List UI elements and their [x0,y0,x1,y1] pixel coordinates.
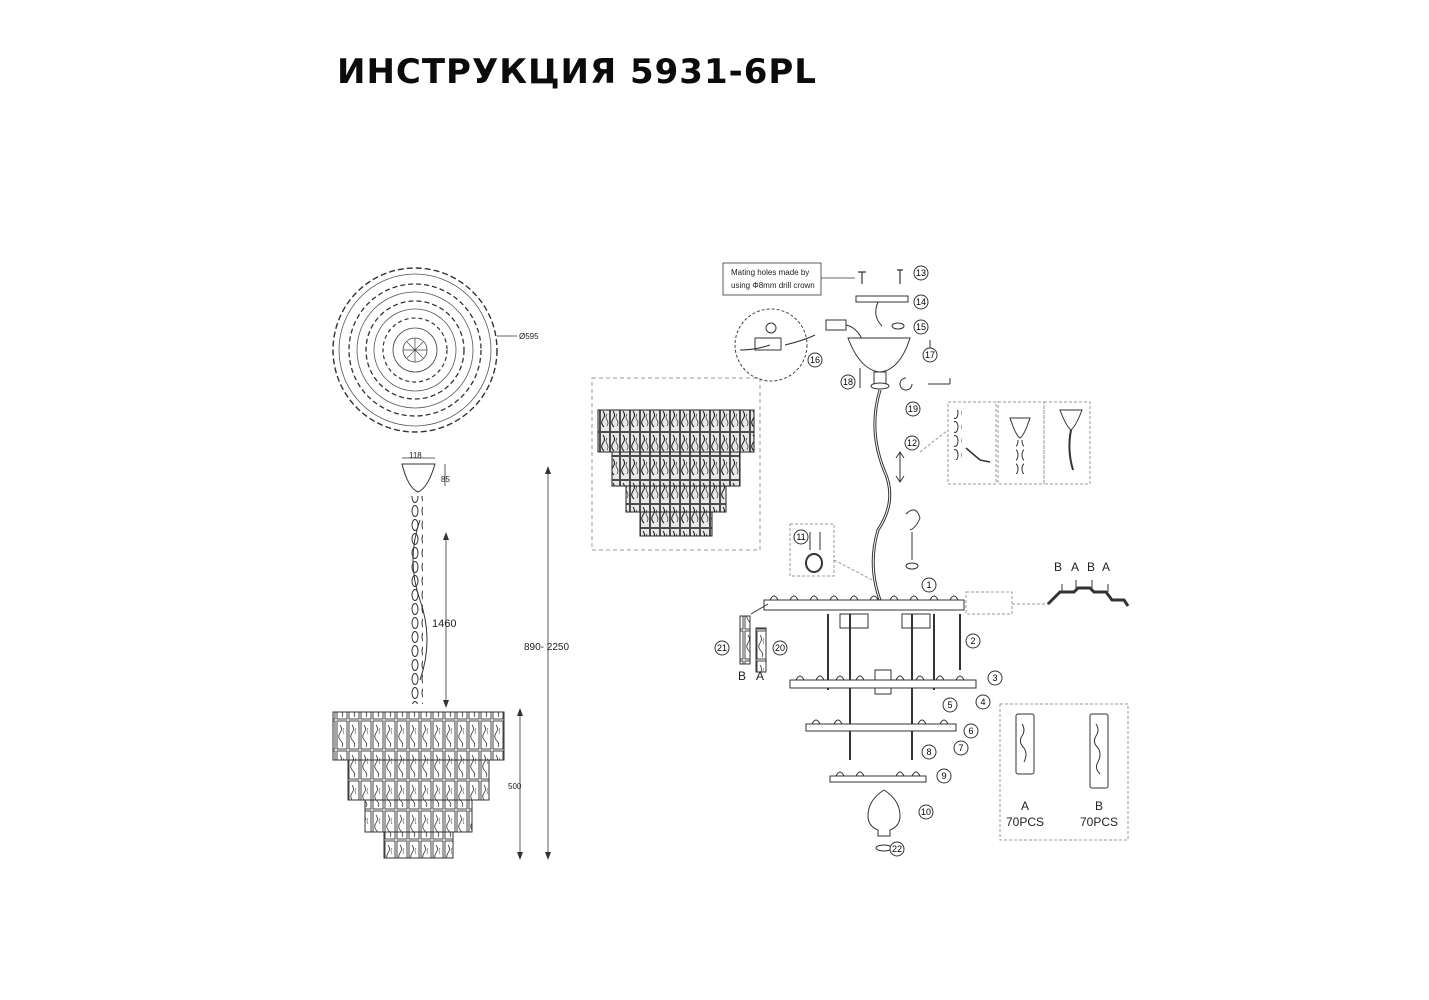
exploded-frame [739,580,1130,852]
step-13: 13 [913,265,929,281]
svg-text:18: 18 [843,377,853,387]
diameter-label: Ø595 [519,332,539,341]
svg-text:22: 22 [892,844,902,854]
svg-text:9: 9 [941,771,946,781]
step-16: 16 [807,352,823,368]
side-crystal-label-a: A [756,669,764,683]
total-height-label: 890- 2250 [524,642,569,653]
svg-text:17: 17 [925,350,935,360]
svg-text:4: 4 [980,697,985,707]
step-18: 18 [840,374,856,390]
svg-text:20: 20 [775,643,785,653]
crystal-a-qty: 70PCS [1006,815,1044,829]
step-1: 1 [921,577,937,593]
step-14: 14 [913,294,929,310]
svg-text:19: 19 [908,404,918,414]
svg-text:1: 1 [926,580,931,590]
step-6: 6 [963,723,979,739]
step-17: 17 [922,347,938,363]
step-3: 3 [987,670,1003,686]
step-20: 20 [772,640,788,656]
step-10: 10 [918,804,934,820]
canopy-height-label: 85 [441,475,450,484]
step-12: 12 [904,435,920,451]
body-height-label: 500 [508,782,522,791]
side-elevation [332,457,551,860]
step-5: 5 [942,697,958,713]
svg-text:14: 14 [916,297,926,307]
svg-text:13: 13 [916,268,926,278]
step-8: 8 [921,744,937,760]
mounting-detail [722,262,1091,611]
order-label-2: A [1071,560,1079,574]
assembled-inset [591,377,761,551]
canopy-width-label: 118 [409,451,422,460]
step-11: 11 [793,529,809,545]
step-9: 9 [936,768,952,784]
step-markers: 13 14 15 16 17 18 19 12 11 1 2 21 20 3 4… [714,265,1003,857]
order-label-3: B [1087,560,1095,574]
svg-text:16: 16 [810,355,820,365]
step-21: 21 [714,640,730,656]
svg-text:15: 15 [916,322,926,332]
note-line-2: using Φ8mm drill crown [731,281,815,290]
side-crystal-label-b: B [738,669,746,683]
page-title: ИНСТРУКЦИЯ 5931-6PL [337,52,817,92]
crystal-a-letter: A [1021,799,1029,813]
svg-text:2: 2 [970,636,975,646]
svg-text:12: 12 [907,438,917,448]
chain-length-label: 1460 [432,618,456,630]
crystal-b-letter: B [1095,799,1103,813]
svg-text:7: 7 [958,743,963,753]
step-22: 22 [889,841,905,857]
svg-text:5: 5 [947,700,952,710]
crystal-b-qty: 70PCS [1080,815,1118,829]
order-label-1: B [1054,560,1062,574]
step-19: 19 [905,401,921,417]
order-label-4: A [1102,560,1110,574]
note-line-1: Mating holes made by [731,268,809,277]
step-2: 2 [965,633,981,649]
step-15: 15 [913,319,929,335]
top-view [332,267,517,433]
crystal-types-box [999,703,1129,841]
svg-text:21: 21 [717,643,727,653]
svg-text:3: 3 [992,673,997,683]
svg-text:6: 6 [968,726,973,736]
step-7: 7 [953,740,969,756]
svg-text:11: 11 [796,532,805,542]
svg-text:8: 8 [926,747,931,757]
svg-text:10: 10 [921,807,931,817]
step-4: 4 [975,694,991,710]
